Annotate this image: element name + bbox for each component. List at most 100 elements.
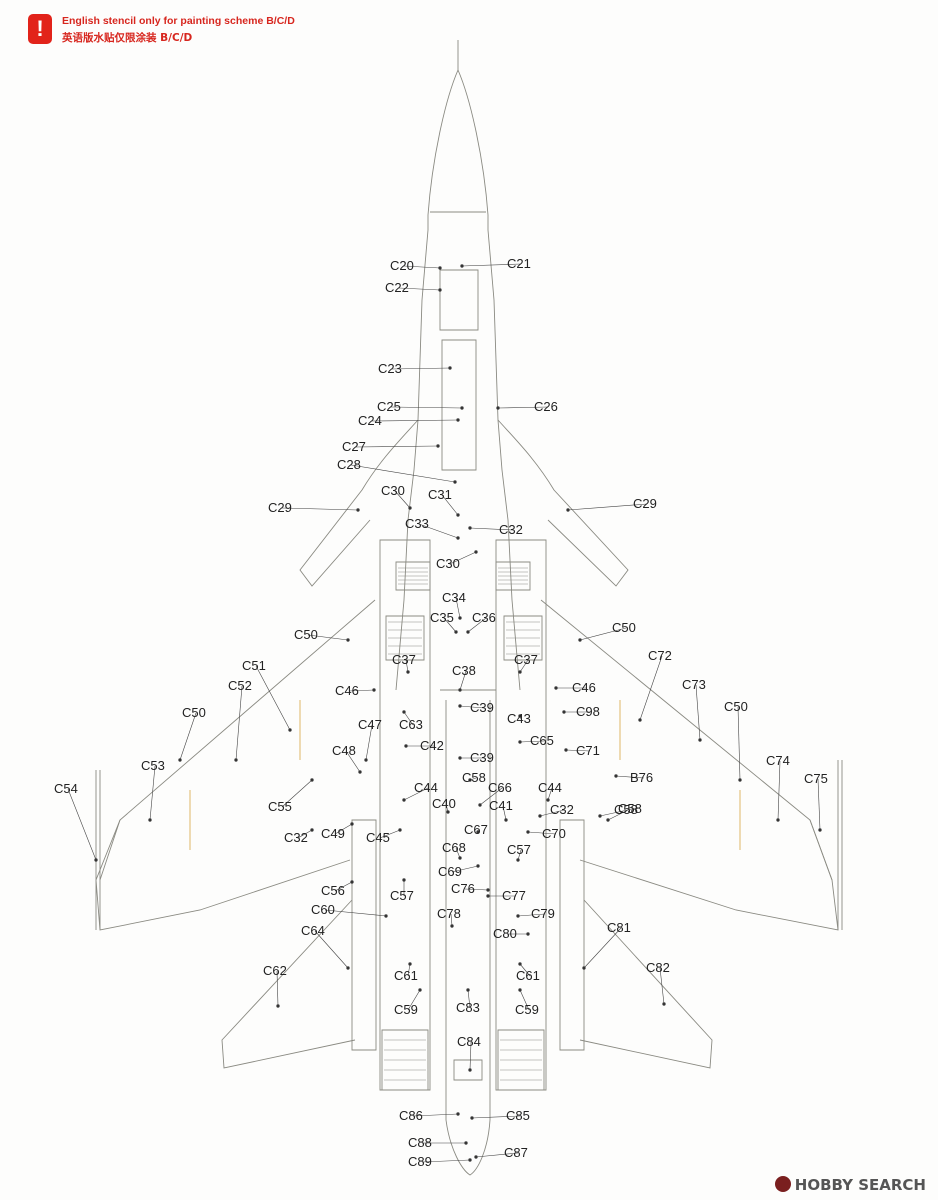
hobby-search-watermark: HOBBY SEARCH — [774, 1176, 926, 1194]
callout-leader — [451, 865, 479, 873]
hobby-search-logo-icon — [774, 1176, 791, 1192]
callout-c21: C21 — [507, 256, 531, 271]
callout-c39: C39 — [470, 750, 494, 765]
callout-c22: C22 — [385, 280, 409, 295]
callout-point — [518, 670, 522, 674]
callout-point — [234, 758, 238, 762]
callout-c31: C31 — [428, 487, 452, 502]
callout-c71: C71 — [576, 743, 600, 758]
callout-leader — [441, 494, 459, 516]
callout-c75: C75 — [804, 771, 828, 786]
callout-c48: C48 — [332, 743, 356, 758]
callout-point — [372, 688, 376, 692]
callout-c57: C57 — [390, 888, 414, 903]
callout-leader — [777, 760, 781, 821]
callout-c86: C86 — [399, 1108, 423, 1123]
callout-c24: C24 — [358, 413, 382, 428]
callout-leader — [459, 670, 467, 691]
callout-c60: C60 — [311, 902, 335, 917]
callout-leader — [517, 849, 522, 861]
callout-c59: C59 — [394, 1002, 418, 1017]
callout-c73: C73 — [682, 677, 706, 692]
callout-point — [464, 1141, 468, 1145]
callout-point — [518, 962, 522, 966]
callout-point — [474, 1155, 478, 1159]
callout-c30: C30 — [436, 556, 460, 571]
callout-leader — [449, 551, 477, 565]
callout-point — [486, 888, 490, 892]
callout-c37: C37 — [392, 652, 416, 667]
callout-point — [446, 810, 450, 814]
callout-c87: C87 — [504, 1145, 528, 1160]
callout-c59: C59 — [515, 1002, 539, 1017]
callout-leader — [149, 765, 156, 821]
callout-point — [310, 778, 314, 782]
callout-point — [470, 1116, 474, 1120]
wing-stencil-strips — [189, 700, 741, 850]
callout-c45: C45 — [366, 830, 390, 845]
callout-c30: C30 — [381, 483, 405, 498]
callout-point — [468, 778, 472, 782]
warning-icon: ! — [28, 14, 52, 44]
callout-leader — [345, 750, 361, 773]
callout-leader — [502, 805, 507, 821]
callout-c61: C61 — [394, 968, 418, 983]
callout-c50: C50 — [294, 627, 318, 642]
callout-point — [460, 406, 464, 410]
callout-c82: C82 — [646, 960, 670, 975]
callout-point — [486, 894, 490, 898]
callout-point — [496, 406, 500, 410]
callout-point — [504, 818, 508, 822]
callout-leader — [459, 705, 485, 709]
callout-point — [438, 266, 442, 270]
callout-leader — [421, 1159, 471, 1163]
callout-c76: C76 — [451, 881, 475, 896]
callout-c26: C26 — [534, 399, 558, 414]
callout-leader — [324, 909, 387, 917]
callout-leader — [407, 963, 411, 977]
callout-leader — [817, 778, 821, 831]
callout-c65: C65 — [530, 733, 554, 748]
callout-point — [614, 774, 618, 778]
callout-point — [738, 778, 742, 782]
callout-c40: C40 — [432, 796, 456, 811]
callout-leader — [450, 913, 453, 927]
callout-leader — [519, 963, 531, 977]
callout-c25: C25 — [377, 399, 401, 414]
callout-point — [518, 740, 522, 744]
callout-point — [698, 738, 702, 742]
callout-c33: C33 — [405, 516, 429, 531]
callout-leader — [403, 787, 429, 801]
callout-point — [518, 714, 522, 718]
callout-point — [638, 718, 642, 722]
callout-leader — [479, 787, 503, 806]
callout-point — [346, 638, 350, 642]
callout-leader — [67, 788, 97, 861]
callout-point — [516, 914, 520, 918]
callout-c85: C85 — [506, 1108, 530, 1123]
callout-point — [468, 1158, 472, 1162]
callout-leader — [235, 685, 243, 761]
callout-c64: C64 — [301, 923, 325, 938]
callout-leader — [314, 930, 349, 969]
callout-c78: C78 — [437, 906, 461, 921]
callout-c77: C77 — [502, 888, 526, 903]
callout-point — [606, 818, 610, 822]
callout-c58: C58 — [614, 802, 638, 817]
callout-leader — [539, 809, 565, 817]
callout-c32: C32 — [550, 802, 574, 817]
callout-leader — [334, 823, 353, 835]
callout-c28: C28 — [337, 457, 361, 472]
callout-leader — [371, 419, 459, 422]
callout-point — [438, 288, 442, 292]
callout-c43: C43 — [507, 711, 531, 726]
callout-leader — [579, 627, 627, 641]
callout-point — [178, 758, 182, 762]
callout-point — [466, 630, 470, 634]
callout-leader — [407, 989, 421, 1011]
callout-c29: C29 — [633, 496, 657, 511]
callout-point — [662, 1002, 666, 1006]
callout-leader — [639, 655, 663, 721]
callout-leader-lines — [67, 263, 822, 1163]
